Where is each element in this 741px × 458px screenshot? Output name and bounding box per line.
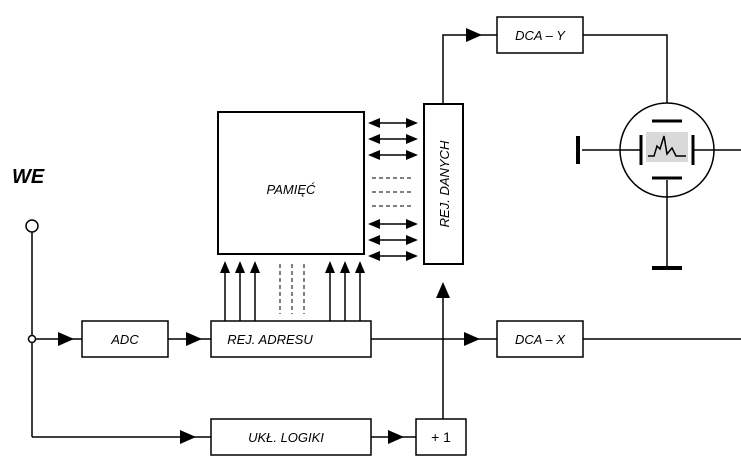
dac-x-label: DCA – X (515, 332, 566, 347)
memory-block (217, 111, 365, 255)
wire-data-dacy (442, 34, 497, 104)
dac-y-block (496, 16, 584, 54)
arrow-to-data-register-icon (436, 282, 450, 298)
increment-block (415, 418, 467, 456)
arrow-to-dac-x-icon (464, 332, 480, 346)
junction-node (27, 334, 37, 344)
logic-block (210, 418, 372, 456)
increment-label: + 1 (431, 429, 451, 445)
data-register-label: REJ. DANYCH (437, 140, 452, 227)
arrow-to-adc-icon (58, 332, 74, 346)
arrow-to-address-register-icon (186, 332, 202, 346)
crt-tube-icon (576, 102, 741, 270)
data-bus (368, 118, 418, 261)
address-bus (220, 261, 365, 321)
data-register-block (423, 103, 464, 265)
address-register-block (210, 320, 372, 358)
memory-label: PAMIĘĆ (267, 182, 316, 197)
dac-x-block (496, 320, 584, 358)
adc-label: ADC (110, 332, 139, 347)
logic-label: UKŁ. LOGIKI (248, 430, 324, 445)
dac-y-label: DCA – Y (515, 28, 566, 43)
wire-dacy-tube (583, 34, 668, 120)
arrow-to-dac-y-icon (466, 28, 482, 42)
address-register-label: REJ. ADRESU (227, 332, 313, 347)
input-terminal (25, 219, 39, 233)
input-label: WE (12, 166, 45, 188)
arrow-to-increment-icon (388, 430, 404, 444)
arrow-to-logic-icon (180, 430, 196, 444)
